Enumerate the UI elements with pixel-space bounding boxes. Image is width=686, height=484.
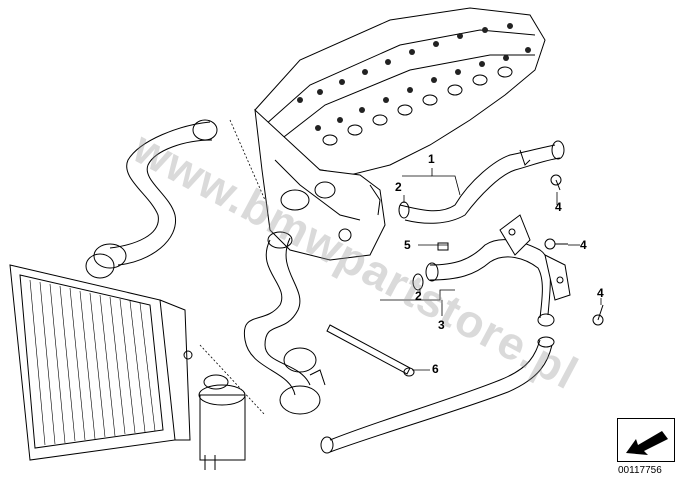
plug-part-5: [437, 242, 449, 251]
callout-1: 1: [428, 152, 435, 166]
callout-6: 6: [432, 362, 439, 376]
callout-4: 4: [597, 286, 604, 300]
cable-tie-part-6: [326, 324, 415, 377]
callout-5: 5: [404, 238, 411, 252]
navigation-box[interactable]: [617, 418, 675, 462]
leader-lines: [199, 119, 602, 416]
callout-4: 4: [555, 200, 562, 214]
upper-radiator-hose: [85, 119, 218, 279]
callout-2: 2: [395, 180, 402, 194]
radiator: [9, 264, 193, 461]
coolant-pipe-upper: [399, 140, 565, 224]
bolt-part-4: [544, 174, 604, 326]
coolant-pipe-lower: [425, 214, 571, 327]
callout-4: 4: [580, 238, 587, 252]
engine-block: [254, 108, 386, 261]
callout-3: 3: [438, 318, 445, 332]
lower-radiator-hose: [243, 231, 326, 415]
arrow-down-left-icon: [626, 431, 668, 455]
callout-2: 2: [415, 289, 422, 303]
bypass-hose-long: [320, 336, 555, 454]
drawing-number: 00117756: [618, 465, 662, 476]
expansion-tank: [198, 374, 246, 470]
